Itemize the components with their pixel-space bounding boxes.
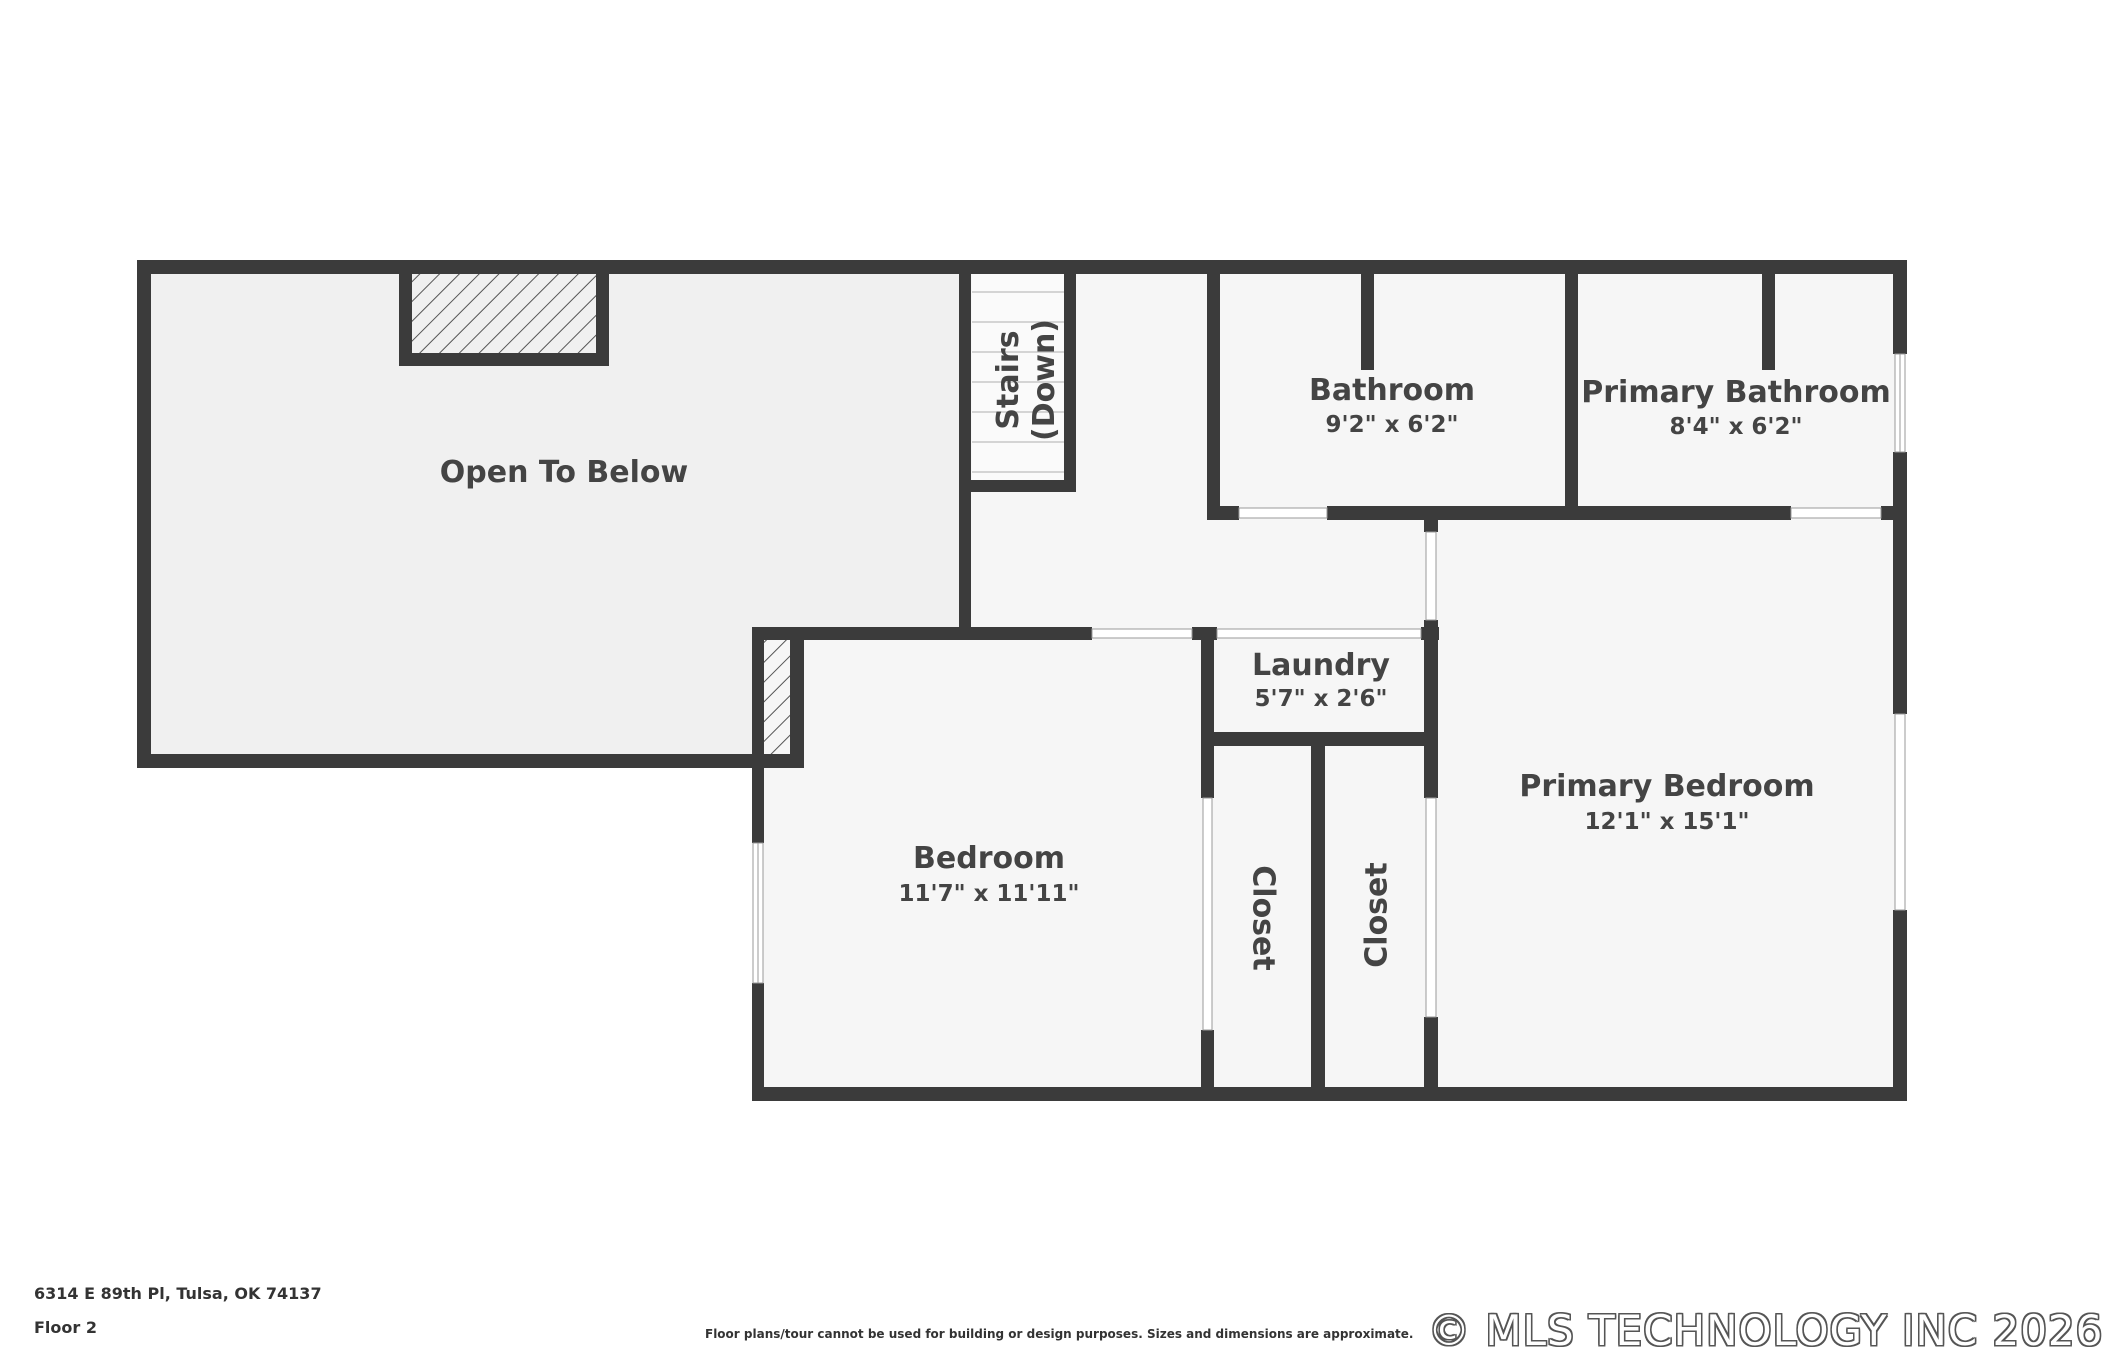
stairs-sublabel: (Down) <box>1027 319 1062 441</box>
walls <box>137 260 1907 1101</box>
disclaimer: Floor plans/tour cannot be used for buil… <box>705 1327 1414 1341</box>
closet-right-floor <box>1318 740 1435 1091</box>
closet-left-floor <box>1211 740 1318 1091</box>
bathroom-dims: 9'2" x 6'2" <box>1326 412 1459 438</box>
bedroom-label: Bedroom <box>913 841 1065 876</box>
laundry-dims: 5'7" x 2'6" <box>1255 686 1388 712</box>
primary-bedroom-label: Primary Bedroom <box>1519 769 1814 804</box>
floor-plan: Open To Below Stairs (Down) Bathroom 9'2… <box>137 260 1907 1101</box>
bathroom-label: Bathroom <box>1309 373 1475 408</box>
property-address: 6314 E 89th Pl, Tulsa, OK 74137 <box>34 1284 322 1303</box>
laundry-door <box>1216 628 1422 639</box>
stairs[interactable] <box>972 272 1070 490</box>
bathroom-door <box>1238 507 1328 519</box>
bedroom-door <box>1091 628 1193 639</box>
hatched-chase-top <box>406 272 602 358</box>
floor-label: Floor 2 <box>34 1318 97 1337</box>
copyright-watermark: © MLS TECHNOLOGY INC 2026 <box>1428 1306 2103 1355</box>
closet-left-label: Closet <box>1246 865 1281 970</box>
bedroom-dims: 11'7" x 11'11" <box>899 881 1080 907</box>
primary-bathroom-door <box>1790 507 1882 519</box>
laundry-label: Laundry <box>1252 648 1390 683</box>
closet-right-door <box>1425 797 1437 1018</box>
primary-bathroom-label: Primary Bathroom <box>1581 375 1890 410</box>
stairs-label: Stairs <box>991 330 1026 429</box>
primary-bathroom-floor <box>1570 267 1900 510</box>
primary-bedroom-dims: 12'1" x 15'1" <box>1585 809 1750 835</box>
primary-bedroom-window <box>1894 713 1906 911</box>
primary-bedroom-floor <box>1435 510 1900 1091</box>
primary-bedroom-door <box>1425 531 1437 621</box>
laundry-floor <box>1211 637 1435 740</box>
open-to-below-label: Open To Below <box>440 455 688 490</box>
primary-bathroom-dims: 8'4" x 6'2" <box>1670 414 1803 440</box>
bedroom-floor <box>756 637 1211 1091</box>
bathroom-floor <box>1215 267 1570 510</box>
closet-left-door <box>1202 797 1213 1031</box>
window-panes <box>757 354 1901 983</box>
closet-right-label: Closet <box>1360 862 1395 967</box>
